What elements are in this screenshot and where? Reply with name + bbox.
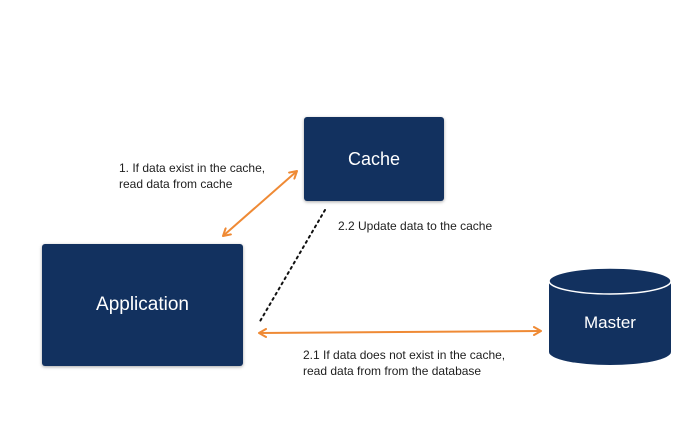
read-from-database-label-line-1: 2.1 If data does not exist in the cache, <box>303 348 506 362</box>
update-cache-dotted-line <box>258 209 326 324</box>
app-master-arrow <box>258 326 542 338</box>
update-cache-label-text: 2.2 Update data to the cache <box>338 219 493 233</box>
master-node-label: Master <box>584 313 636 332</box>
master-database-icon <box>548 267 672 365</box>
application-node-label: Application <box>96 294 189 315</box>
read-from-cache-label-line-2: read data from cache <box>119 177 233 191</box>
update-cache-label: 2.2 Update data to the cache <box>338 218 492 234</box>
read-from-cache-label: 1. If data exist in the cache, read data… <box>119 160 265 192</box>
application-node: Application <box>42 244 243 366</box>
read-from-database-label-line-2: read data from from the database <box>303 364 482 378</box>
cache-node-label: Cache <box>347 148 401 169</box>
read-from-cache-label-line-1: 1. If data exist in the cache, <box>119 161 266 175</box>
app-cache-arrow <box>222 170 298 237</box>
cache-node: Cache <box>304 117 444 201</box>
read-from-database-label: 2.1 If data does not exist in the cache,… <box>303 347 505 379</box>
